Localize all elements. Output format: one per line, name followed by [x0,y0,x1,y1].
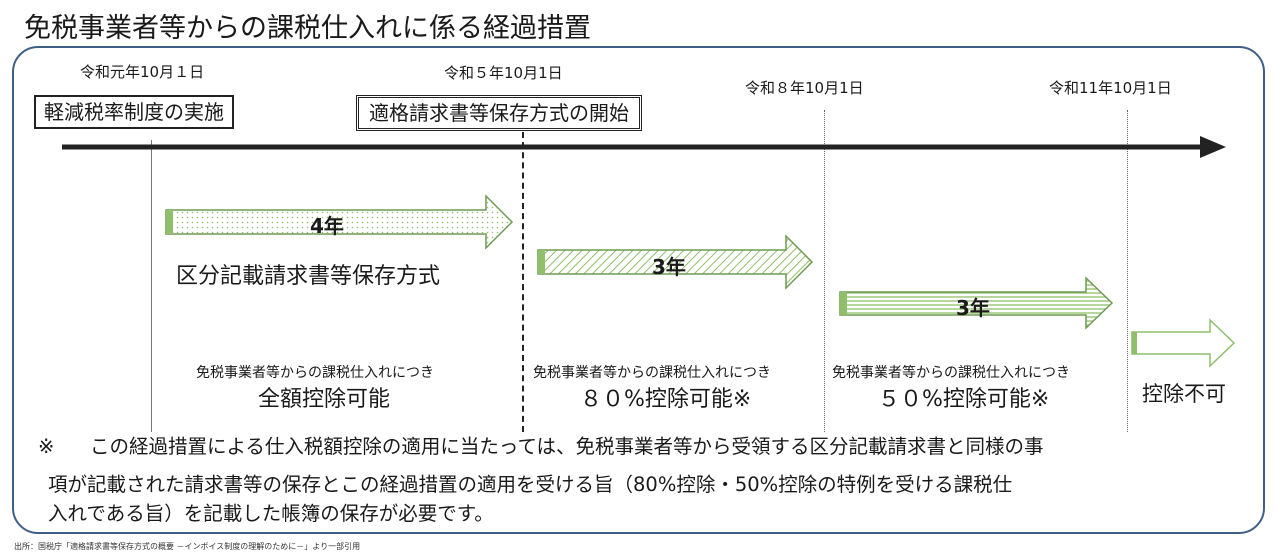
footnote-line-1: この経過措置による仕入税額控除の適用に当たっては、免税事業者等から受領する区分記… [90,435,1044,458]
page-title: 免税事業者等からの課税仕入れに係る経過措置 [24,13,591,44]
event-box-invoice-system-start: 適格請求書等保存方式の開始 [356,95,642,131]
source-citation: 出所：国税庁「適格請求書等保存方式の概要 －インボイス制度の理解のために－」より… [14,542,361,551]
date-reiwa-5: 令和５年10月1日 [444,64,563,82]
period-2-main: ８０%控除可能※ [580,387,752,412]
timeline-marker-reiwa-8 [824,110,825,432]
date-reiwa-8: 令和８年10月1日 [745,79,864,97]
footnote-line-2: 項が記載された請求書等の保存とこの経過措置の適用を受ける旨（80%控除・50%控… [48,473,1013,496]
period-1-label: 区分記載請求書等保存方式 [176,264,441,289]
period-arrow-3-years-b [839,276,1114,330]
period-3-main: ５０%控除可能※ [878,387,1050,412]
main-timeline-arrow [62,136,1226,158]
period-4-main: 控除不可 [1142,382,1226,406]
date-reiwa-1: 令和元年10月１日 [80,63,205,81]
period-arrow-4-years [165,194,514,250]
period-arrow-no-deduction [1131,318,1236,368]
period-2-years: 3年 [652,255,686,279]
footnote-line-3: 入れである旨）を記載した帳簿の保存が必要です。 [48,502,494,525]
period-2-sub: 免税事業者等からの課税仕入れにつき [533,365,771,381]
date-reiwa-11: 令和11年10月1日 [1049,79,1172,97]
timeline-marker-reiwa-1 [151,140,152,432]
timeline-marker-reiwa-11 [1127,110,1128,432]
period-3-years: 3年 [956,296,990,320]
footnote-mark: ※ [38,435,55,458]
period-1-main: 全額控除可能 [258,387,391,412]
period-arrow-3-years-a [537,234,814,290]
period-1-years: 4年 [310,214,344,238]
diagram-frame [12,46,1265,534]
timeline-marker-reiwa-5 [522,132,524,432]
event-box-reduced-tax-rate: 軽減税率制度の実施 [34,95,234,129]
period-1-sub: 免税事業者等からの課税仕入れにつき [196,365,434,381]
period-3-sub: 免税事業者等からの課税仕入れにつき [832,365,1070,381]
